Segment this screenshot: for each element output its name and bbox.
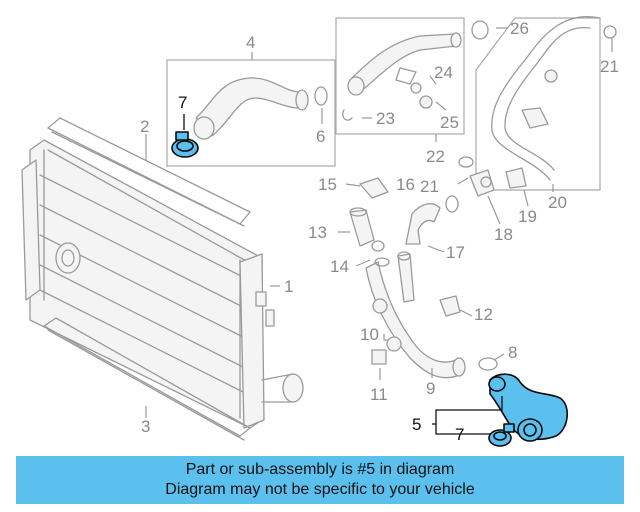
- hose-part-20: [491, 16, 617, 181]
- callout-13: 13: [308, 223, 327, 242]
- callout-19: 19: [518, 207, 537, 226]
- callout-11: 11: [370, 385, 388, 404]
- group-box-4: [166, 59, 336, 167]
- pipe-part-22: [342, 32, 462, 121]
- callout-10: 10: [360, 325, 379, 344]
- callout-7-top: 7: [178, 93, 187, 112]
- callout-12: 12: [474, 305, 493, 324]
- callout-14: 14: [330, 257, 349, 276]
- banner-line-part: Part or sub-assembly is #5 in diagram: [185, 461, 455, 478]
- callout-8: 8: [508, 343, 517, 362]
- ring-part-26: [471, 20, 489, 40]
- hose-part-4: [193, 77, 328, 140]
- group-box-22: [335, 17, 465, 135]
- callout-2: 2: [140, 117, 149, 136]
- callout-22: 22: [426, 147, 445, 166]
- callout-23: 23: [376, 109, 395, 128]
- callout-3: 3: [141, 417, 150, 436]
- clamp-part-7-highlighted: [171, 131, 199, 158]
- callout-6: 6: [316, 127, 325, 146]
- leader-lines: [145, 27, 613, 435]
- small-parts-lower: [371, 295, 498, 371]
- callout-25: 25: [440, 113, 459, 132]
- callout-16: 16: [396, 175, 415, 194]
- callout-4: 4: [246, 33, 255, 52]
- group-box-20: [475, 17, 601, 191]
- callout-18: 18: [494, 225, 513, 244]
- small-parts-mid: [349, 156, 527, 252]
- hose-part-5-highlighted: [488, 373, 568, 442]
- callout-26: 26: [510, 19, 529, 38]
- info-banner: Part or sub-assembly is #5 in diagram Di…: [16, 456, 624, 504]
- callout-labels: 1 2 3 4 5 6 7 7 8 9 10 11 12 13 14 15 16…: [140, 19, 619, 444]
- callout-5: 5: [412, 415, 421, 434]
- callout-9: 9: [426, 379, 435, 398]
- callout-20: 20: [548, 193, 567, 212]
- banner-line-disclaimer: Diagram may not be specific to your vehi…: [165, 481, 475, 498]
- callout-21-right: 21: [600, 57, 619, 76]
- callout-21-mid: 21: [420, 177, 439, 196]
- callout-15: 15: [318, 175, 337, 194]
- pipe-part-9: [365, 251, 466, 379]
- callout-7-bottom: 7: [455, 425, 464, 444]
- callout-24: 24: [434, 63, 453, 82]
- intercooler-assembly: [21, 117, 304, 441]
- callout-17: 17: [446, 243, 465, 262]
- clamp-part-7-bottom-highlighted: [488, 423, 515, 447]
- callout-1: 1: [284, 277, 293, 296]
